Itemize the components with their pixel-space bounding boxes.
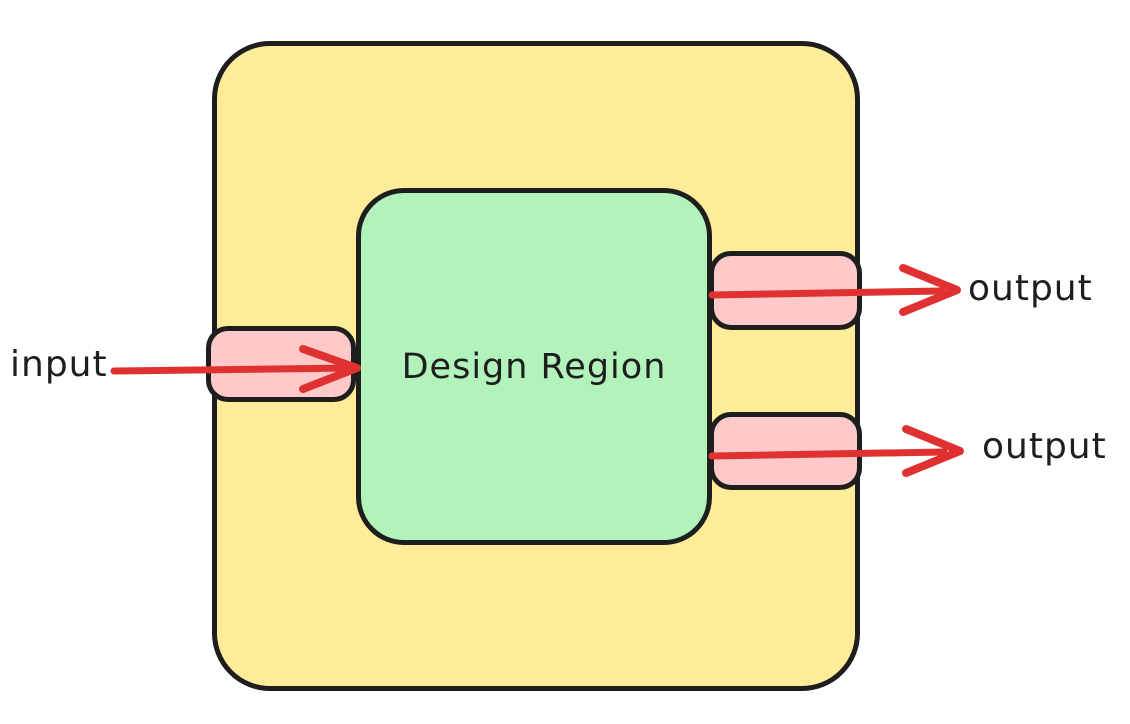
output-port-top xyxy=(709,251,862,330)
input-label: input xyxy=(10,344,108,385)
output-port-bottom xyxy=(709,412,862,490)
output-label-bottom: output xyxy=(982,426,1107,467)
design-region-box: Design Region xyxy=(356,188,712,545)
design-region-label: Design Region xyxy=(401,346,667,387)
input-port xyxy=(206,326,356,402)
output-label-top: output xyxy=(968,268,1093,309)
